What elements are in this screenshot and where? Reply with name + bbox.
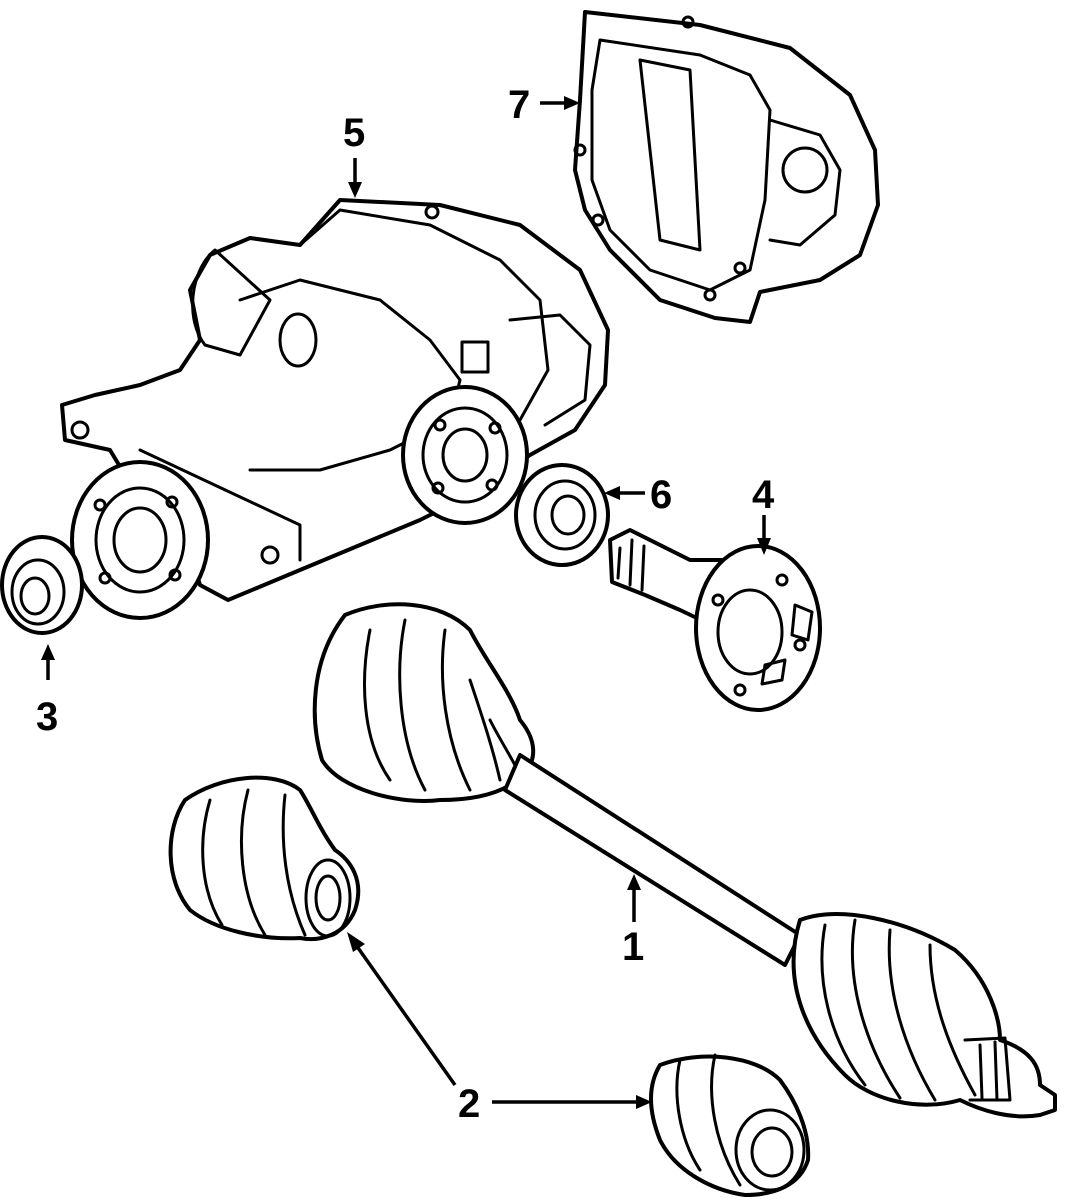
callout-5: 5 [343,111,365,155]
right-output-seal [514,463,610,567]
differential-housing [60,198,610,620]
callout-2: 2 [458,1082,480,1126]
cv-joint-boot-outer [649,1053,811,1197]
callout-1: 1 [622,925,644,969]
leader-arrows [41,96,771,1109]
left-output-seal [0,535,84,635]
cv-joint-boot-inner [168,775,361,941]
differential-cover-gasket [573,10,880,324]
output-flange [608,528,822,712]
callout-3: 3 [36,695,58,739]
callout-4: 4 [752,473,775,517]
callout-6: 6 [650,473,672,517]
axle-shaft-assembly [312,602,1057,1119]
callout-7: 7 [508,83,530,127]
